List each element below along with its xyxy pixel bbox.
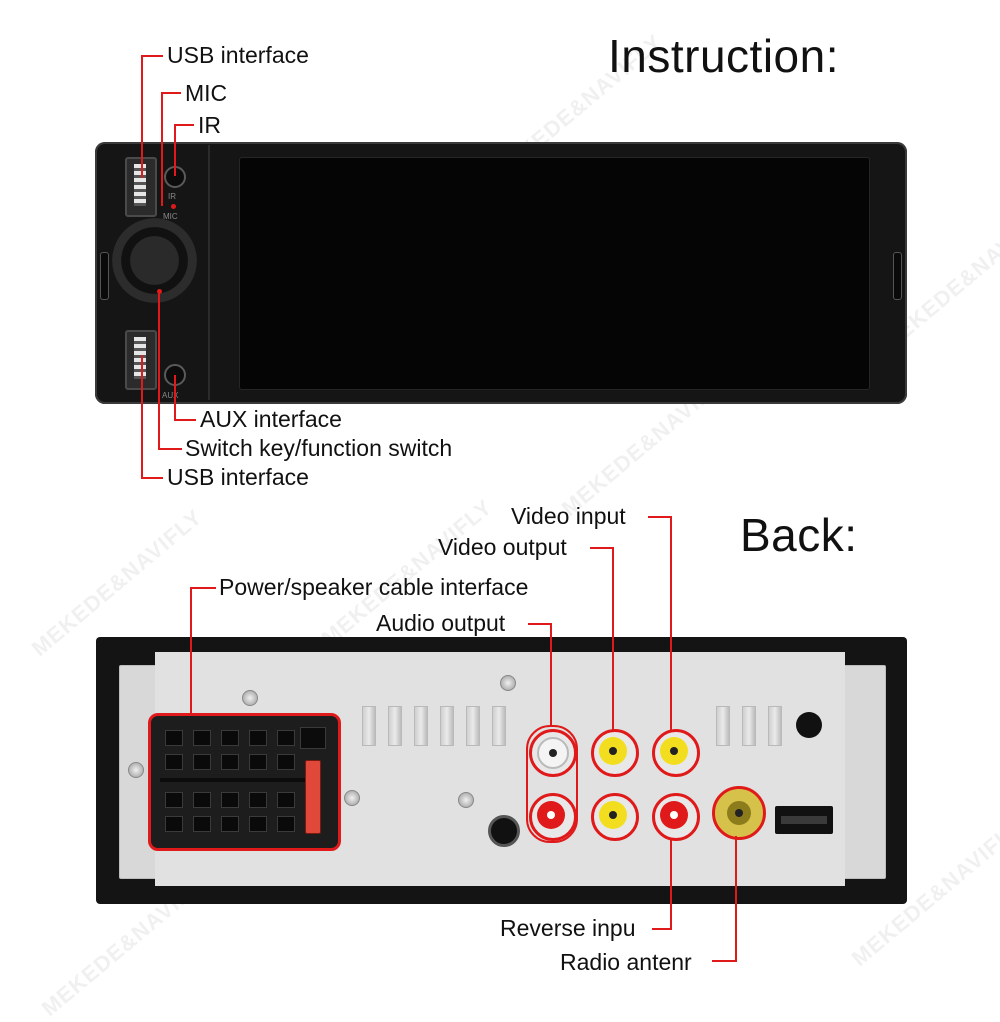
usb-port-back [775,806,833,834]
radio-antenna-label: Radio antenr [560,949,692,975]
usb-bottom-line-h [141,477,163,479]
video-input-line-h [648,516,672,518]
connector-pin [165,754,183,770]
connector-divider [160,778,308,782]
radio-antenna-line-h [712,960,737,962]
connector-pin [249,792,267,808]
radio-antenna-jack [712,786,766,840]
radio-antenna-line-v [735,836,737,962]
connector-pin [249,754,267,770]
volume-knob [112,218,197,303]
connector-pin [165,816,183,832]
switch-line-h [158,448,182,450]
usb-interface-bottom-label: USB interface [167,464,309,490]
connector-pin [277,816,295,832]
front-screen [239,157,870,390]
audio-output-red-jack [529,793,577,841]
video-input-line-v [670,516,672,732]
power-speaker-label: Power/speaker cable interface [219,574,529,600]
left-release-tab [100,252,109,300]
vent [742,706,756,746]
video-output-line-h [590,547,614,549]
screw [458,792,474,808]
connector-latch [300,727,326,749]
connector-pin [193,816,211,832]
audio-output-label: Audio output [376,610,506,636]
vent [388,706,402,746]
connector-pin [193,792,211,808]
switch-key-label: Switch key/function switch [185,435,453,461]
video-output-yellow-jack-bottom [591,793,639,841]
reverse-input-red-jack [652,793,700,841]
usb-top-line-h [141,55,163,57]
video-input-yellow-jack [652,729,700,777]
aux-print: AUX [162,391,179,400]
mic-label: MIC [185,80,228,106]
usb-bottom-line-v [141,355,143,479]
screw [344,790,360,806]
vent [362,706,376,746]
mic-line-v [161,92,163,206]
vent-hole [796,712,822,738]
screw [242,690,258,706]
video-output-line-v [612,547,614,731]
audio-output-line-v [550,623,552,727]
aux-interface-label: AUX interface [200,406,342,432]
connector-pin [277,730,295,746]
mic-hole [171,204,176,209]
vent [768,706,782,746]
connector-pin [221,730,239,746]
screw [128,762,144,778]
connector-pin [277,754,295,770]
screw [500,675,516,691]
audio-output-line-h [528,623,552,625]
vent [492,706,506,746]
connector-pin [193,754,211,770]
connector-pin [249,816,267,832]
ir-line-v [174,124,176,176]
power-speaker-line-v [190,587,192,715]
usb-interface-top-label: USB interface [167,42,309,68]
power-speaker-line-h [190,587,216,589]
instruction-heading: Instruction: [608,30,839,82]
connector-pin [165,730,183,746]
vent [414,706,428,746]
vent [716,706,730,746]
video-output-label: Video output [438,534,567,560]
mic-line-h [161,92,181,94]
connector-pin [221,754,239,770]
aux-line-h [174,419,196,421]
ir-line-h [174,124,194,126]
switch-line-v [158,290,160,450]
back-heading: Back: [740,509,858,561]
back-jack [488,815,520,847]
ir-label: IR [198,112,221,138]
audio-output-group-outline [526,725,578,843]
vent [466,706,480,746]
reverse-input-line-v [670,838,672,930]
connector-pin [221,792,239,808]
connector-pin [277,792,295,808]
ir-print: IR [168,192,176,201]
reverse-input-line-h [652,928,672,930]
front-left-divider [208,145,210,400]
mic-print: MIC [163,212,178,221]
connector-pin [165,792,183,808]
vent [440,706,454,746]
reverse-input-label: Reverse inpu [500,915,636,941]
aux-line-v [174,375,176,421]
connector-pin [249,730,267,746]
connector-pin [221,816,239,832]
connector-pin [193,730,211,746]
video-output-yellow-jack-top [591,729,639,777]
video-input-label: Video input [511,503,626,529]
usb-top-line-v [141,55,143,178]
fuse [305,760,321,834]
audio-output-white-jack [529,729,577,777]
right-release-tab [893,252,902,300]
